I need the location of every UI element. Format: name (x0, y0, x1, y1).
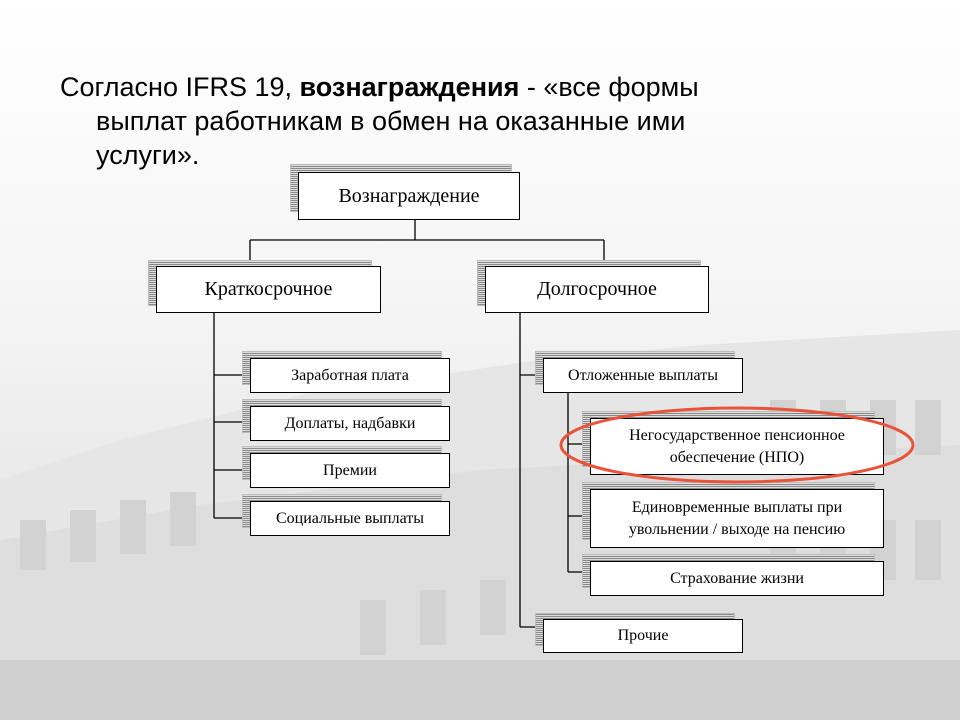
slide-heading: Согласно IFRS 19, вознаграждения - «все … (60, 70, 920, 172)
node-salary: Заработная плата (250, 358, 450, 393)
heading-line-2: выплат работникам в обмен на оказанные и… (96, 106, 686, 136)
heading-text-post: - «все формы (519, 72, 699, 102)
heading-line-1: Согласно IFRS 19, вознаграждения - «все … (60, 70, 920, 104)
node-allowances: Доплаты, надбавки (250, 406, 450, 441)
node-root: Вознаграждение (298, 172, 520, 220)
node-other: Прочие (543, 619, 743, 653)
heading-text-pre: Согласно IFRS 19, (60, 72, 300, 102)
node-severance: Единовременные выплаты при увольнении / … (590, 489, 884, 548)
node-social-payments: Социальные выплаты (250, 501, 450, 536)
heading-line-3: услуги». (96, 140, 200, 170)
node-bonuses: Премии (250, 453, 450, 488)
node-deferred-payments: Отложенные выплаты (543, 358, 743, 393)
node-npo: Негосударственное пенсионное обеспечение… (590, 418, 884, 475)
node-life-insurance: Страхование жизни (590, 561, 884, 596)
node-short-term: Краткосрочное (156, 266, 381, 313)
node-long-term: Долгосрочное (485, 266, 709, 313)
heading-bold-term: вознаграждения (299, 72, 520, 102)
